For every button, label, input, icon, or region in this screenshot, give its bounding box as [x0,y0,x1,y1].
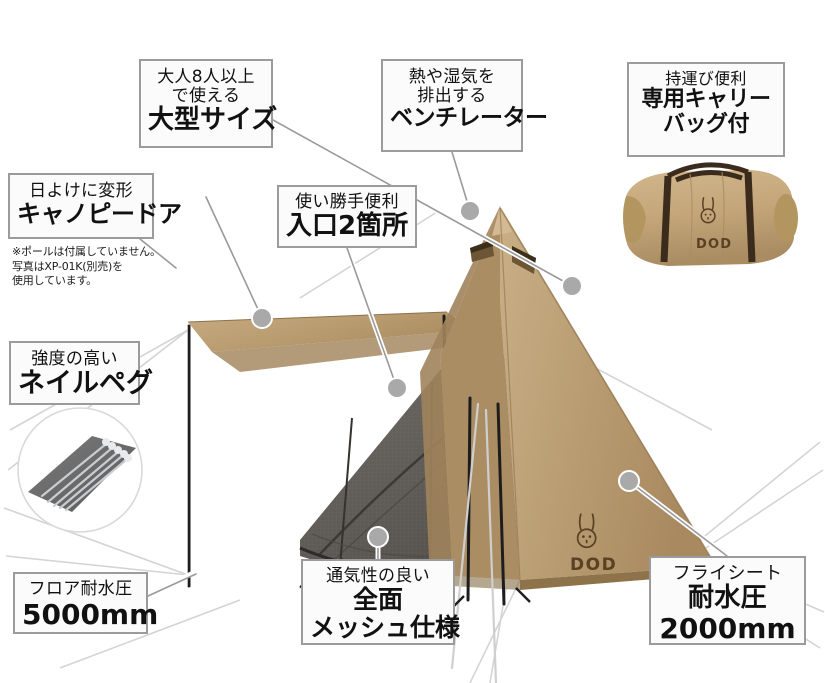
callout-full-mesh-line-2: 全面 [352,585,403,615]
callout-two-entrances-line-2: 入口2箇所 [286,211,409,242]
callout-carry-bag-line-2: 専用キャリー [641,86,771,112]
callout-floor-line-2: 5000mm [22,598,159,632]
marker-ventilator [459,200,481,222]
marker-canopy-door [251,307,273,329]
leader-two-entrances [346,247,398,389]
callout-full-mesh-line-3: メッシュ仕様 [310,613,461,643]
callout-flysheet-water-resistance: フライシート 耐水圧 2000mm [649,556,806,645]
tent-dod-logo [576,513,597,549]
callout-floor-line-1: フロア耐水圧 [28,579,133,599]
callout-carry-bag-line-3: バッグ付 [662,111,750,137]
callout-ventilator-line-1: 熱や湿気を [408,67,496,87]
callout-flysheet-line-2: 耐水圧 [688,583,767,614]
callout-two-entrances: 使い勝手便利 入口2箇所 [277,185,417,248]
svg-text:DOD: DOD [696,237,732,252]
leader-floor [147,573,197,597]
callout-carry-bag-line-1: 持運び便利 [665,69,747,88]
marker-large-size [561,275,583,297]
callout-large-size-line-2: で使える [171,86,241,107]
callout-full-mesh: 通気性の良い 全面 メッシュ仕様 [301,559,461,645]
callout-floor-water-resistance: フロア耐水圧 5000mm [13,572,159,634]
callout-two-entrances-line-1: 使い勝手便利 [295,192,399,212]
callout-nail-peg: 強度の高い ネイルペグ [9,341,153,405]
callout-canopy-door: 日よけに変形 キャノピードア [8,173,182,239]
callout-carry-bag: 持運び便利 専用キャリー バッグ付 [627,62,785,157]
callout-canopy-door-line-2: キャノピードア [17,200,182,229]
callout-ventilator-line-3: ベンチレーター [390,105,548,132]
marker-two-entrances [386,377,408,399]
leader-canopy-note [139,238,177,269]
callout-flysheet-line-3: 2000mm [659,612,796,646]
disclaimer-line-2: 写真はXP-01K(別売)を [12,259,123,273]
callout-canopy-door-line-1: 日よけに変形 [29,181,133,201]
callout-nail-peg-line-1: 強度の高い [31,349,118,369]
callout-large-size-line-1: 大人8人以上 [157,67,255,87]
callout-ventilator-line-2: 排出する [417,86,487,107]
tent-dod-wordmark: DOD [570,555,617,575]
leader-flysheet [628,480,728,557]
tent-base-guylines [450,402,498,683]
carry-bag-illustration: DOD [623,162,798,266]
leader-canopy-door [205,196,263,319]
disclaimer-line-3: 使用しています。 [12,274,97,288]
disclaimer-note: ※ポールは付属していません。 写真はXP-01K(別売)を 使用しています。 [12,245,177,289]
callout-ventilator: 熱や湿気を 排出する ベンチレーター [381,59,548,152]
callout-flysheet-line-1: フライシート [672,563,783,584]
nail-peg-illustration [17,407,143,533]
marker-full-mesh [367,526,389,548]
disclaimer-line-1: ※ポールは付属していません。 [12,245,161,258]
leader-large-size [272,119,573,287]
callout-large-size-line-3: 大型サイズ [148,105,278,136]
callout-large-size: 大人8人以上 で使える 大型サイズ [139,59,278,148]
callout-nail-peg-line-2: ネイルペグ [18,368,153,400]
marker-flysheet [618,470,640,492]
callout-full-mesh-line-1: 通気性の良い [326,566,430,586]
